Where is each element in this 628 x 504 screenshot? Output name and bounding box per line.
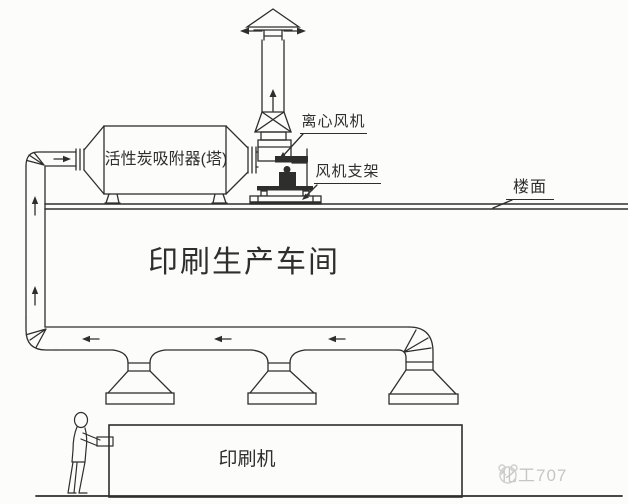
- adsorber-leg: [211, 193, 228, 204]
- flow-arrow-right-icon: [283, 27, 306, 35]
- adsorber-label: 活性炭吸附器(塔): [104, 151, 228, 168]
- inlet-flange: [75, 148, 85, 171]
- flow-arrow-up-icon: [269, 89, 277, 112]
- fan-motor: [279, 172, 296, 186]
- elbow-right: [408, 326, 434, 363]
- leader-arrowhead-icon: [302, 193, 309, 200]
- flow-arrow-up-icon: [31, 196, 39, 216]
- flow-arrow-left-icon: [82, 335, 100, 343]
- leader-lines: [278, 133, 513, 209]
- fan-support-label: 风机支架: [314, 163, 381, 184]
- elbow-bottom: [25, 317, 57, 351]
- adsorber-left-cone: [83, 125, 105, 195]
- carbon-adsorber: [75, 125, 257, 204]
- flow-arrow-left-icon: [214, 335, 232, 343]
- inlet-duct: [25, 151, 77, 351]
- operator-figure: [67, 411, 114, 494]
- adsorber-right-cone: [225, 125, 249, 195]
- printing-machine-box: [108, 424, 463, 498]
- flow-arrow-left-icon: [240, 27, 263, 35]
- watermark: 化工707: [495, 461, 567, 486]
- outlet-flange: [247, 146, 257, 174]
- elbow-top: [25, 151, 46, 167]
- workshop-label: 印刷生产车间: [148, 246, 340, 279]
- fan-support-frame: [249, 186, 322, 205]
- exhaust-hood: [388, 361, 459, 405]
- branch-duct: [44, 326, 434, 363]
- printing-machine-label: 印刷机: [218, 449, 276, 470]
- riser-duct: [25, 165, 46, 328]
- exhaust-stack: [240, 8, 306, 141]
- centrifugal-fan-label: 离心风机: [300, 113, 367, 134]
- floor-slab: [44, 203, 628, 210]
- leader-arrowhead-icon: [278, 152, 286, 161]
- flow-arrow-up-icon: [31, 286, 39, 306]
- fan-shaft: [275, 156, 308, 163]
- exhaust-hood: [105, 349, 175, 405]
- watermark-text: 化工707: [500, 466, 568, 485]
- centrifugal-fan: [255, 139, 308, 187]
- flow-arrow-left-icon: [328, 335, 346, 343]
- adsorber-leg: [104, 193, 121, 204]
- floor-label: 楼面: [506, 179, 554, 200]
- flow-arrow-right-icon: [53, 155, 71, 163]
- exhaust-hood: [247, 349, 317, 405]
- rain-cap-icon: [244, 8, 302, 28]
- held-papers: [96, 436, 114, 447]
